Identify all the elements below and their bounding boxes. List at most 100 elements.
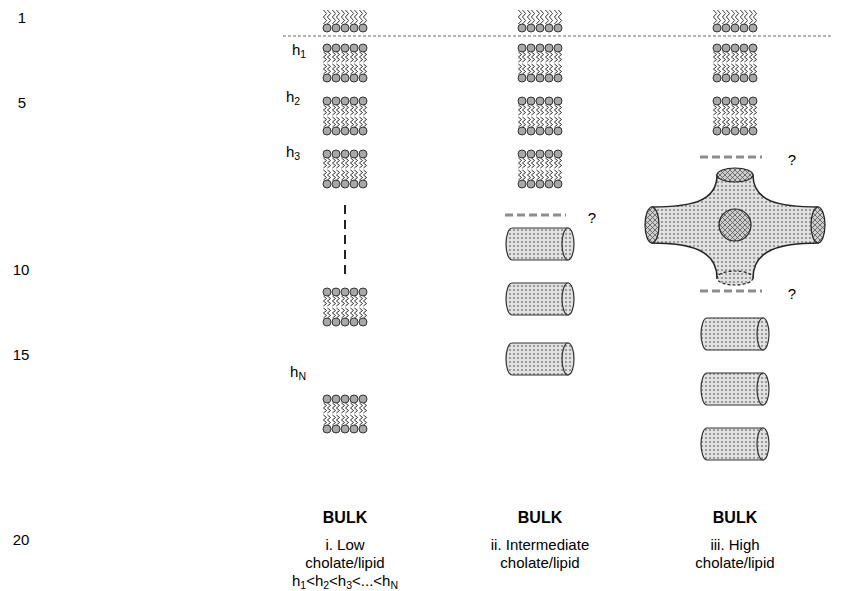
condition-caption: iii. High cholate/lipid [679, 536, 791, 572]
cylinder-end [562, 343, 574, 375]
lipid-tail [522, 105, 525, 115]
lipid-tail [713, 52, 716, 62]
lipid-head [323, 74, 331, 82]
lipid-tail [332, 403, 335, 413]
lipid-head [323, 425, 331, 433]
lipid-tail [323, 52, 326, 62]
lipid-head [536, 127, 544, 135]
lipid-tail [726, 52, 729, 62]
lipid-head [554, 150, 562, 158]
lipid-head [545, 44, 553, 52]
lipid-tail [531, 105, 534, 115]
lipid-head [740, 127, 748, 135]
lipid-tail [753, 105, 756, 115]
lipid-tail [363, 64, 366, 74]
lipid-head [554, 24, 562, 32]
lipid-tail [531, 10, 534, 24]
lipid-head [749, 97, 757, 105]
lipid-tail [327, 64, 330, 74]
lipid-head [554, 97, 562, 105]
cylinder-body [506, 228, 568, 260]
lipid-head [740, 24, 748, 32]
lipid-head [749, 127, 757, 135]
lipid-head [359, 288, 367, 296]
lipid-tail [540, 170, 543, 180]
lipid-tail [549, 52, 552, 62]
lipid-head [359, 24, 367, 32]
lipid-tail [350, 105, 353, 115]
lipid-tail [354, 170, 357, 180]
lipid-tail [359, 52, 362, 62]
lipid-head [749, 44, 757, 52]
lipid-tail [753, 52, 756, 62]
lipid-bilayer [518, 97, 562, 135]
lipid-tail [327, 117, 330, 127]
lipid-tail [345, 158, 348, 168]
lipid-tail [332, 10, 335, 24]
lipid-tail [536, 117, 539, 127]
lipid-tail [350, 64, 353, 74]
lipid-tail [558, 64, 561, 74]
cylinder-body [701, 318, 763, 350]
micelle-cylinder [701, 318, 769, 350]
lipid-head [341, 74, 349, 82]
lipid-head [527, 74, 535, 82]
channel-end [717, 271, 753, 285]
lipid-head [518, 24, 526, 32]
lipid-tail [350, 10, 353, 24]
condition-caption: ii. Intermediate cholate/lipid [484, 536, 596, 572]
lipid-tail [341, 105, 344, 115]
lipid-tail [359, 105, 362, 115]
lipid-head [323, 150, 331, 158]
lipid-head [545, 24, 553, 32]
lipid-head [545, 74, 553, 82]
lipid-tail [332, 158, 335, 168]
lipid-tail [558, 117, 561, 127]
lipid-tail [345, 296, 348, 306]
micelle-cylinder [506, 228, 574, 260]
lipid-tail [540, 10, 543, 24]
lipid-tail [558, 10, 561, 24]
channel-center [719, 209, 751, 241]
lipid-tail [354, 10, 357, 24]
lipid-tail [327, 158, 330, 168]
lipid-tail [549, 158, 552, 168]
lipid-head [350, 395, 358, 403]
lipid-tail [527, 117, 530, 127]
lipid-tail [336, 158, 339, 168]
lipid-tail [722, 117, 725, 127]
lipid-tail [717, 64, 720, 74]
cylinder-end [562, 228, 574, 260]
lipid-tail [522, 64, 525, 74]
lipid-tail [713, 10, 716, 24]
lipid-tail [323, 403, 326, 413]
lipid-tail [518, 10, 521, 24]
lipid-tail [345, 105, 348, 115]
lipid-tail [749, 64, 752, 74]
spacing-label: h2 [286, 88, 300, 106]
micelle-cylinder [701, 373, 769, 405]
lipid-tail [345, 415, 348, 425]
lipid-tail [363, 10, 366, 24]
lipid-head [536, 97, 544, 105]
lipid-tail [345, 170, 348, 180]
lipid-tail [323, 10, 326, 24]
lipid-tail [740, 105, 743, 115]
lipid-head [527, 24, 535, 32]
lipid-monolayer [713, 10, 757, 32]
cylinder-end [562, 283, 574, 315]
lipid-bilayer [323, 97, 367, 135]
condition-caption: i. Low cholate/lipid [289, 536, 401, 572]
lipid-tail [363, 415, 366, 425]
lipid-head [722, 24, 730, 32]
lipid-bilayer [713, 97, 757, 135]
lipid-tail [722, 64, 725, 74]
lipid-tail [749, 52, 752, 62]
lipid-tail [545, 170, 548, 180]
lipid-head [740, 44, 748, 52]
lipid-tail [735, 64, 738, 74]
lipid-tail [332, 170, 335, 180]
bulk-label: BULK [323, 509, 367, 527]
boundary-dash [700, 156, 762, 159]
lipid-tail [540, 158, 543, 168]
